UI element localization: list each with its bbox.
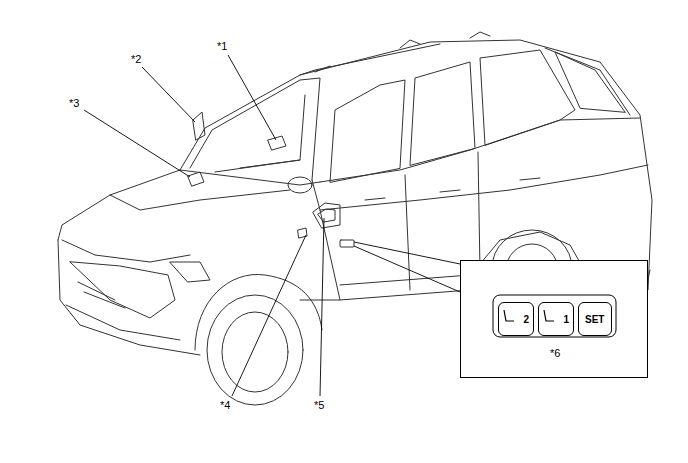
callout-number: *3 (69, 97, 79, 110)
callout-number: *4 (220, 399, 230, 412)
callout-number: *5 (314, 399, 324, 412)
button-label: 1 (563, 313, 569, 326)
button-label: 2 (523, 313, 529, 326)
set-button: SET (578, 302, 612, 336)
callout-number: *1 (217, 40, 227, 53)
callout-number: *2 (131, 53, 141, 66)
callout-number: *6 (550, 347, 560, 360)
inset-box: *6 2 1 SET (460, 260, 648, 378)
memory-button: 2 (498, 302, 534, 336)
button-label: SET (585, 313, 604, 326)
memory-button: 1 (538, 302, 574, 336)
